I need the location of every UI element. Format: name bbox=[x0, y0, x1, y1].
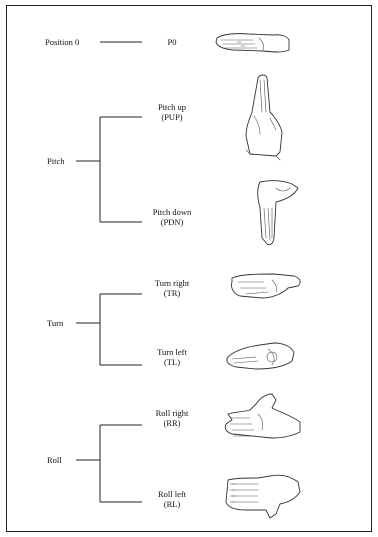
hand-roll-right-icon bbox=[225, 394, 300, 438]
hand-turn-right-icon bbox=[231, 274, 300, 298]
group-name-turn: Turn bbox=[47, 318, 63, 328]
position-0-label: Position 0 bbox=[45, 37, 79, 47]
item-label-pitch-down: Pitch down bbox=[153, 207, 192, 217]
group-name-pitch: Pitch bbox=[47, 156, 64, 166]
item-code-roll-left: (RL) bbox=[164, 499, 181, 509]
turn-tree bbox=[76, 294, 142, 365]
item-code-pitch-down: (PDN) bbox=[161, 217, 184, 227]
item-code-roll-right: (RR) bbox=[164, 418, 181, 428]
group-name-roll: Roll bbox=[47, 455, 62, 465]
item-label-roll-left: Roll left bbox=[158, 489, 186, 499]
hand-pitch-down-icon bbox=[258, 181, 298, 245]
hand-position-0-icon bbox=[216, 34, 289, 52]
item-code-turn-right: (TR) bbox=[164, 288, 181, 298]
hand-pitch-up-icon bbox=[246, 75, 282, 160]
roll-tree bbox=[76, 425, 142, 502]
item-label-pitch-up: Pitch up bbox=[158, 102, 186, 112]
item-label-roll-right: Roll right bbox=[156, 408, 189, 418]
item-code-turn-left: (TL) bbox=[164, 357, 180, 367]
hand-turn-left-icon bbox=[227, 343, 294, 369]
pitch-tree bbox=[76, 117, 142, 222]
item-label-turn-left: Turn left bbox=[157, 347, 187, 357]
item-label-turn-right: Turn right bbox=[155, 278, 189, 288]
position-0-code: P0 bbox=[168, 37, 177, 47]
hand-roll-left-icon bbox=[226, 475, 300, 518]
item-code-pitch-up: (PUP) bbox=[161, 112, 182, 122]
